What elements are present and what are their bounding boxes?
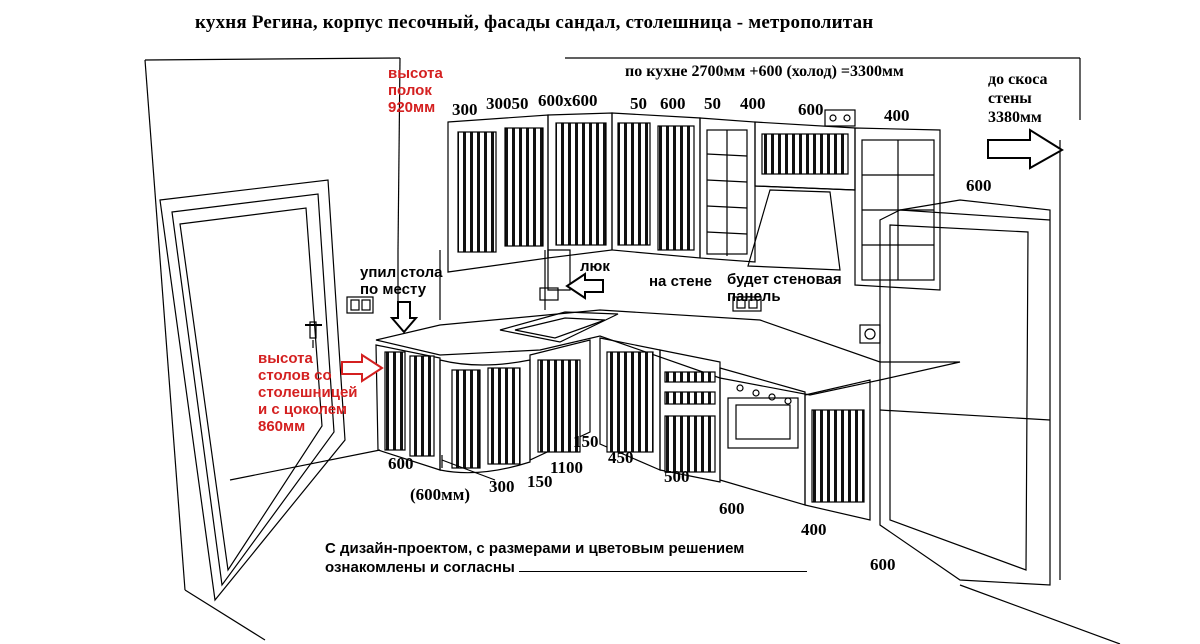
hatch-note: люк [580, 258, 610, 275]
lower-dim-150a: 150 [527, 472, 553, 491]
sink [499, 249, 619, 343]
upper-dim-400b: 400 [884, 106, 910, 125]
arrow-right-table-height [341, 353, 384, 383]
table-height-note: высота столов со столешницей и с цоколем… [258, 350, 358, 435]
shelf-height-note: высота полок 920мм [388, 65, 443, 116]
upper-dim-600b: 600 [798, 100, 824, 119]
on-wall-note: на стене [649, 273, 713, 290]
upper-dim-600x600: 600x600 [538, 91, 598, 110]
upper-dim-600a: 600 [660, 94, 686, 113]
wall-panel-note: будет стеновая панель [727, 271, 842, 305]
lower-cabinets [375, 337, 871, 521]
upper-dim-30050: 30050 [486, 94, 529, 113]
table-cut-note: упил стола по месту [360, 264, 443, 298]
fridge-top-dim-600: 600 [966, 176, 992, 195]
door [159, 179, 346, 602]
lower-dim-400: 400 [801, 520, 827, 539]
lower-dim-600-right: 600 [870, 555, 896, 574]
total-length-note: по кухне 2700мм +600 (холод) =3300мм [625, 63, 904, 80]
room-walls [144, 57, 1121, 644]
arrow-right-to-wall [987, 128, 1064, 170]
upper-dim-300: 300 [452, 100, 478, 119]
fridge [879, 199, 1051, 586]
agreement-line-2-row: ознакомлены и согласны [325, 557, 807, 576]
lower-dim-600: 600 [719, 499, 745, 518]
lower-dim-600mm: (600мм) [410, 485, 470, 504]
arrows [341, 128, 1064, 383]
lower-dim-150b: 150 [573, 432, 599, 451]
dimension-lines [441, 455, 496, 481]
upper-dim-50a: 50 [630, 94, 647, 113]
arrow-down-table-cut [389, 301, 419, 334]
lower-dim-300: 300 [489, 477, 515, 496]
wall-sockets [346, 109, 881, 344]
agreement-line-1: С дизайн-проектом, с размерами и цветовы… [325, 540, 745, 557]
page-title: кухня Регина, корпус песочный, фасады са… [195, 12, 874, 33]
lower-dim-1100: 1100 [550, 458, 584, 477]
range-hood [747, 185, 856, 271]
lower-dim-450: 450 [608, 448, 634, 467]
lower-dim-600-left: 600 [388, 454, 414, 473]
arrow-left-hatch [565, 272, 604, 300]
agreement-line-2: ознакомлены и согласны [325, 559, 515, 576]
upper-dim-50b: 50 [704, 94, 721, 113]
upper-dim-400a: 400 [740, 94, 766, 113]
lower-dim-500: 500 [664, 467, 690, 486]
signature-line[interactable] [518, 557, 807, 572]
wall-slope-note: до скоса стены 3380мм [988, 71, 1048, 126]
upper-cabinets [447, 112, 941, 291]
